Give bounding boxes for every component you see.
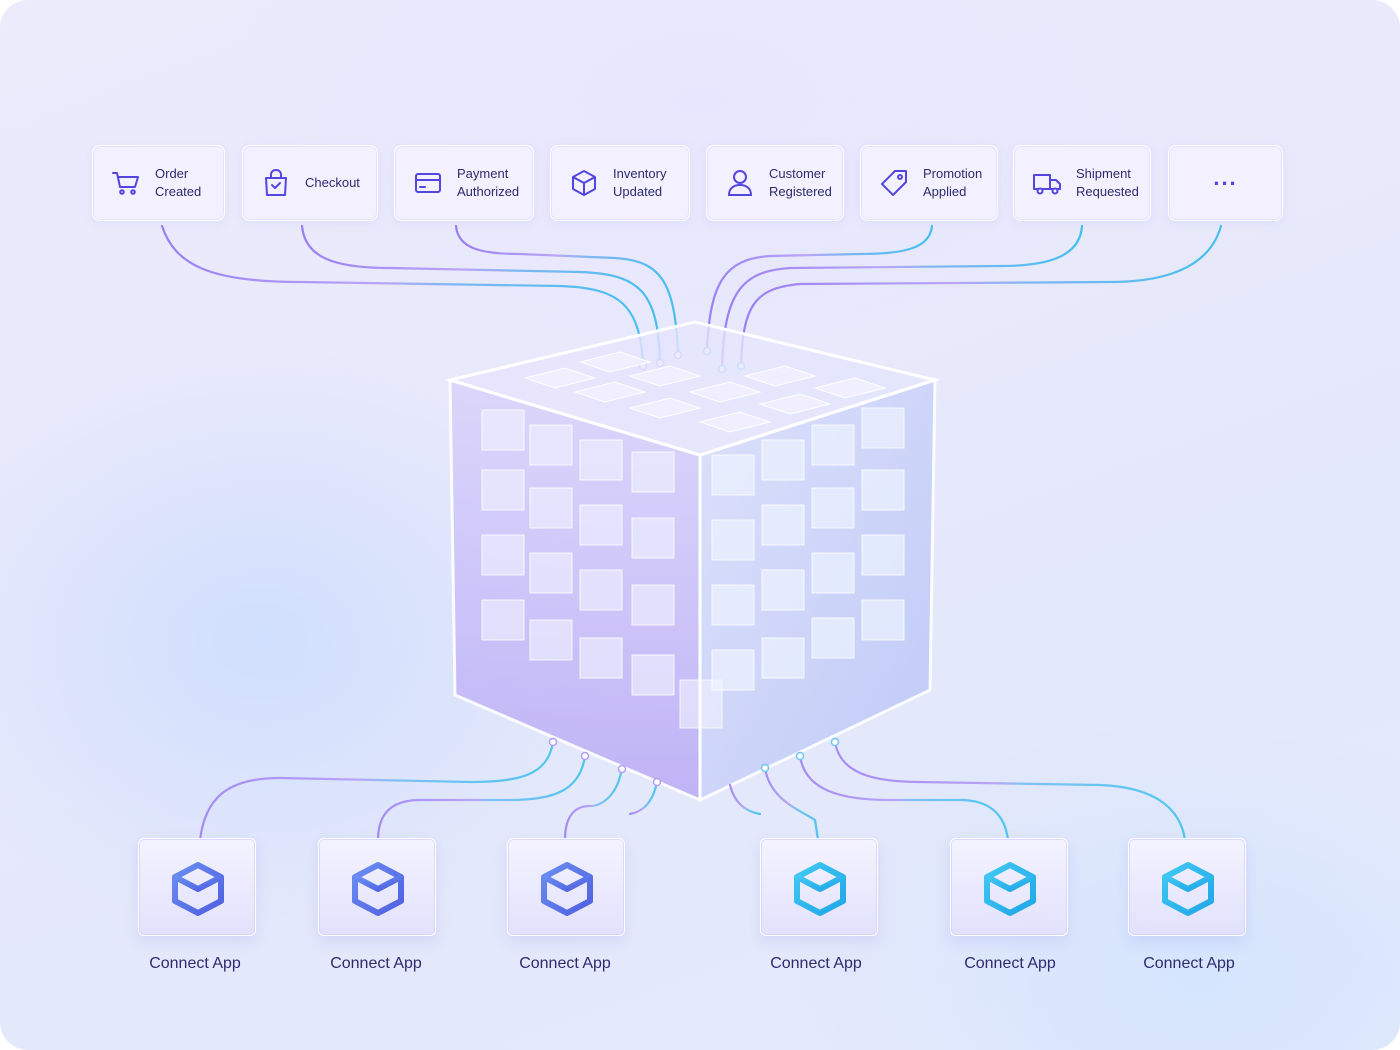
link-ports-bottom [548, 737, 840, 787]
tag-icon [881, 170, 907, 196]
package-icon [572, 170, 596, 196]
user-icon [727, 170, 753, 196]
event-label: Shipment Requested [1076, 166, 1139, 199]
event-hub-cube-icon [444, 320, 941, 803]
app-label: Connect App [770, 955, 862, 972]
event-label: Inventory Updated [613, 166, 667, 199]
connect-app-box-5[interactable] [950, 838, 1068, 936]
app-label: Connect App [149, 955, 241, 972]
app-cube-icon [1162, 862, 1214, 916]
connect-app-box-1[interactable] [138, 838, 256, 936]
cart-icon [112, 172, 139, 195]
event-links [160, 224, 1223, 370]
credit-card-icon [415, 173, 441, 193]
app-cube-icon [984, 862, 1036, 916]
app-links [198, 740, 1187, 842]
app-label: Connect App [519, 955, 611, 972]
connect-app-box-3[interactable] [507, 838, 625, 936]
app-cube-icon [794, 862, 846, 916]
app-label: Connect App [1143, 955, 1235, 972]
app-cube-icon [541, 862, 593, 916]
app-label: Connect App [964, 955, 1056, 972]
connect-app-box-6[interactable] [1128, 838, 1246, 936]
event-card-payment-authorized[interactable]: Payment Authorized [394, 145, 534, 221]
event-card-more[interactable]: ... [1168, 145, 1283, 221]
event-label: Payment Authorized [457, 166, 520, 199]
event-card-customer-registered[interactable]: Customer Registered [706, 145, 844, 221]
event-card-order-created[interactable]: Order Created [92, 145, 225, 221]
truck-icon [1033, 174, 1061, 195]
event-label: Order Created [155, 166, 202, 199]
shopping-bag-icon [265, 169, 287, 196]
event-label: Promotion Applied [923, 166, 983, 199]
connect-app-box-2[interactable] [318, 838, 436, 936]
event-card-shipment-requested[interactable]: Shipment Requested [1013, 145, 1151, 221]
app-label: Connect App [330, 955, 422, 972]
event-card-promotion-applied[interactable]: Promotion Applied [860, 145, 998, 221]
app-cube-icon [352, 862, 404, 916]
connect-app-box-4[interactable] [760, 838, 878, 936]
event-card-inventory-updated[interactable]: Inventory Updated [550, 145, 690, 221]
app-cube-icon [172, 862, 224, 916]
event-label: Customer Registered [769, 166, 832, 199]
more-icon: ... [1213, 165, 1238, 190]
event-label: Checkout [305, 175, 360, 190]
event-card-checkout[interactable]: Checkout [242, 145, 378, 221]
